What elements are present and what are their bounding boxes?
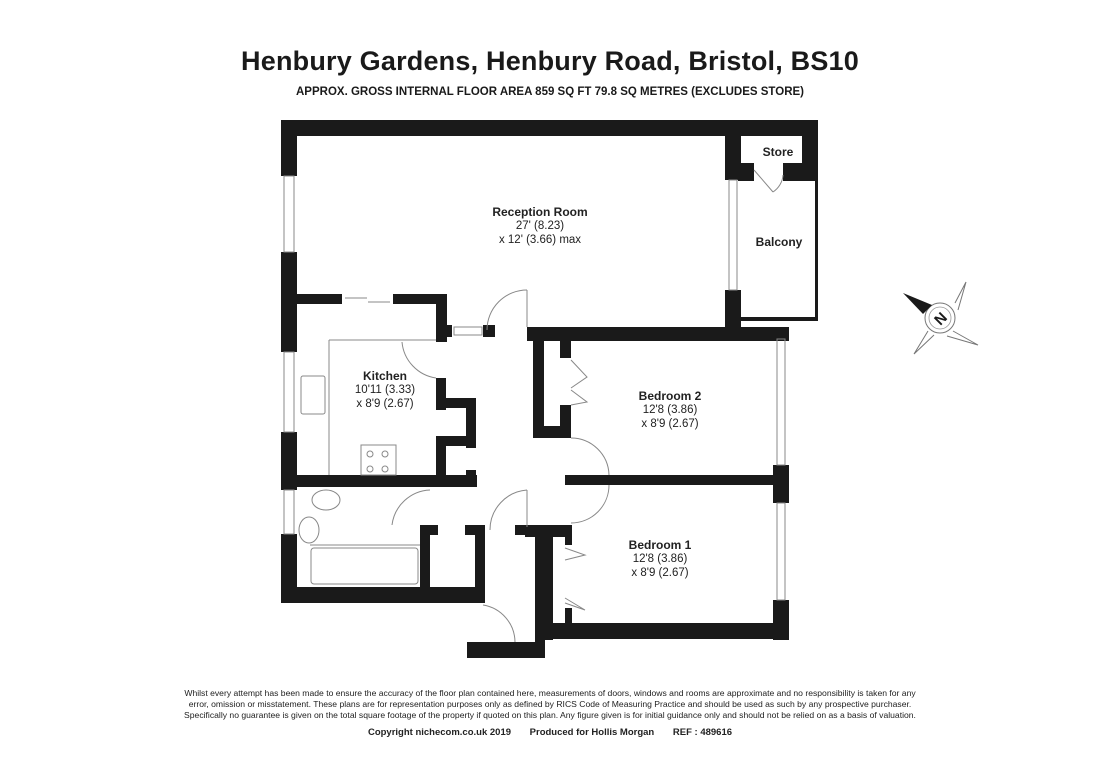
produced-for: Produced for Hollis Morgan xyxy=(529,727,655,738)
copyright-line: Copyright nichecom.co.uk 2019 Produced f… xyxy=(0,727,1100,738)
reference: REF : 489616 xyxy=(672,727,733,738)
fixtures xyxy=(283,169,786,643)
walls xyxy=(281,120,818,658)
page-title: Henbury Gardens, Henbury Road, Bristol, … xyxy=(241,46,859,76)
north-compass-icon: N xyxy=(903,281,979,355)
copyright: Copyright nichecom.co.uk 2019 xyxy=(367,727,512,738)
room-label-bedroom2: Bedroom 2 12'8 (3.86) x 8'9 (2.67) xyxy=(638,389,702,430)
disclaimer: Whilst every attempt has been made to en… xyxy=(184,688,916,720)
room-label-store: Store xyxy=(762,145,794,159)
room-label-kitchen: Kitchen 10'11 (3.33) x 8'9 (2.67) xyxy=(354,369,416,410)
room-label-balcony: Balcony xyxy=(755,235,803,249)
room-label-bedroom1: Bedroom 1 12'8 (3.86) x 8'9 (2.67) xyxy=(628,538,692,579)
floor-area-subtitle: APPROX. GROSS INTERNAL FLOOR AREA 859 SQ… xyxy=(296,86,804,98)
room-label-reception: Reception Room 27' (8.23) x 12' (3.66) m… xyxy=(492,205,588,246)
